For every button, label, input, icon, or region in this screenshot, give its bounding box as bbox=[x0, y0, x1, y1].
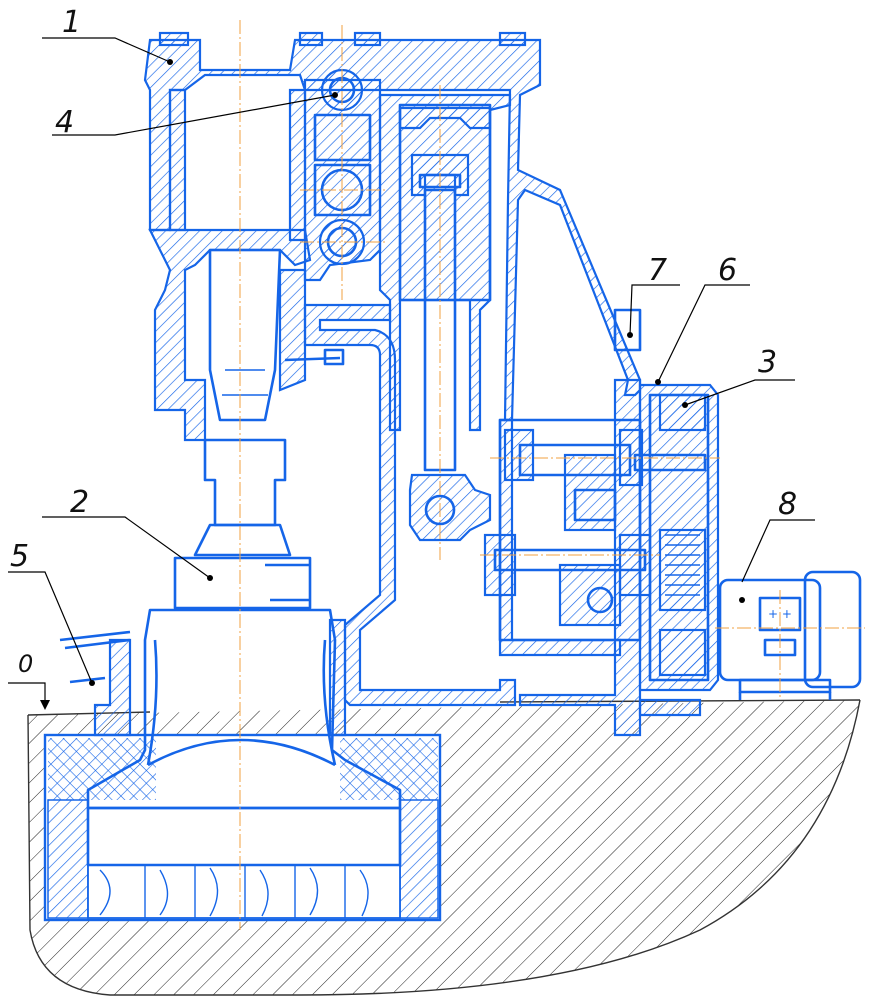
reference-arrow bbox=[40, 700, 50, 710]
motor: + + bbox=[718, 570, 862, 700]
frame bbox=[93, 31, 702, 737]
label-0: 0 bbox=[18, 650, 33, 678]
centerlines bbox=[239, 20, 865, 930]
label-6: 6 bbox=[718, 253, 737, 288]
label-7: 7 bbox=[648, 253, 667, 288]
label-2: 2 bbox=[70, 485, 89, 520]
control-valve bbox=[284, 308, 642, 366]
pulley bbox=[633, 383, 720, 692]
foundation-pit bbox=[43, 733, 442, 922]
gear-housing bbox=[483, 418, 652, 642]
label-1: 1 bbox=[62, 5, 81, 40]
label-3: 3 bbox=[758, 345, 777, 380]
label-8: 8 bbox=[778, 487, 797, 522]
label-4: 4 bbox=[55, 105, 74, 140]
treadle bbox=[59, 630, 131, 684]
leader-dots bbox=[89, 59, 745, 686]
label-5: 5 bbox=[10, 539, 29, 574]
leader-lines bbox=[8, 37, 815, 700]
